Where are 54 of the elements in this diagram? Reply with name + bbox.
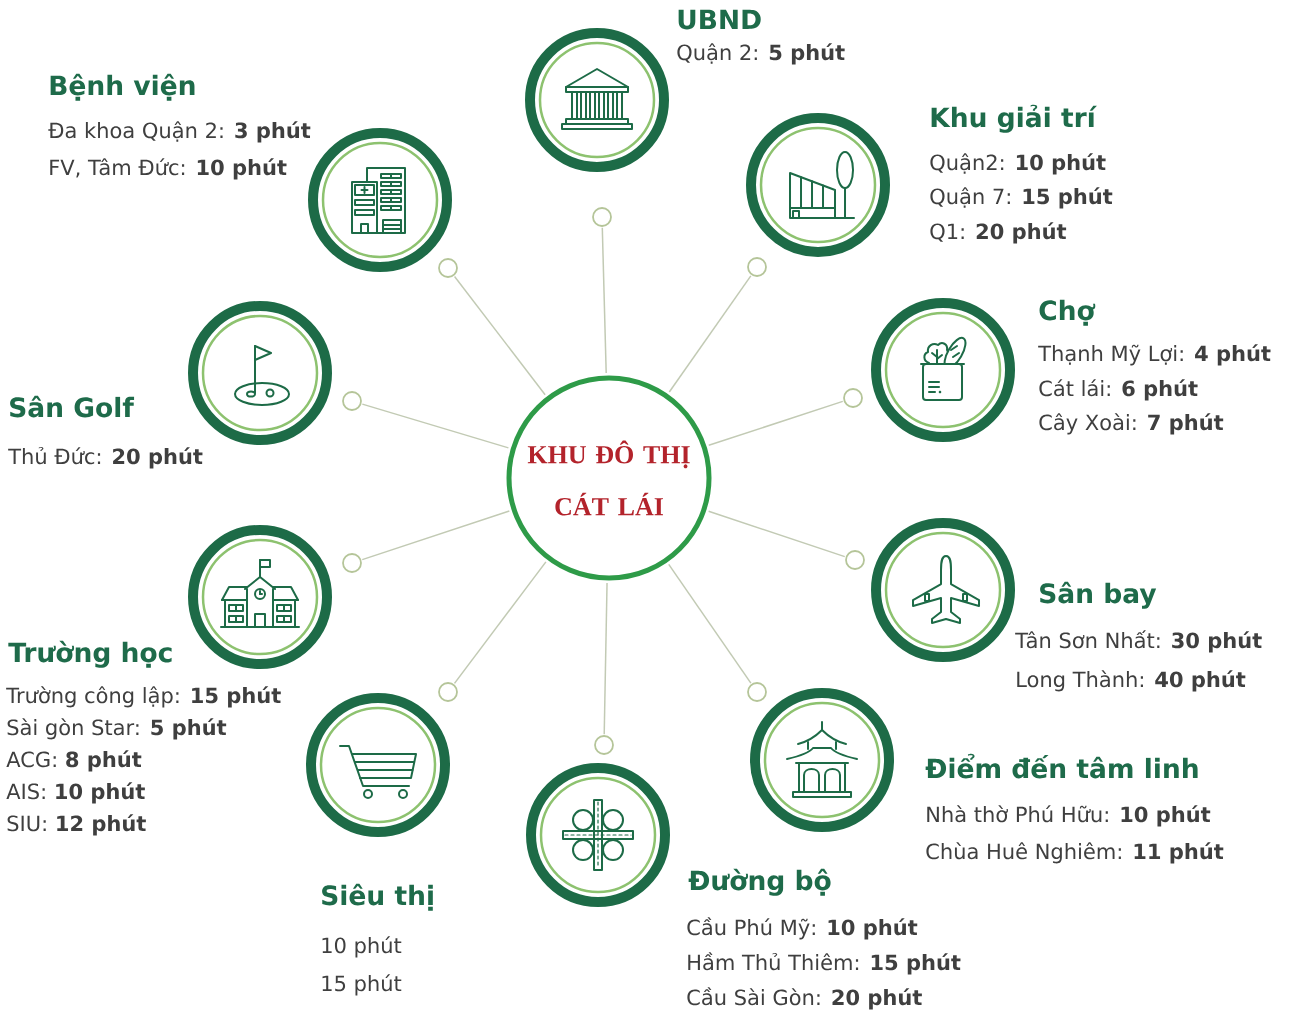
category-heading: Chợ [1039,299,1096,326]
connector-dot [594,735,614,755]
connector-dot [843,388,863,408]
travel-time: ACG: 8 phút [6,750,142,772]
travel-time: Quận2: 10 phút [930,153,1106,175]
travel-time: Cát lái: 6 phút [1039,379,1198,401]
category-heading: Siêu thị [322,883,433,911]
spoke-line [361,403,510,449]
spoke-line [668,563,752,684]
category-heading: Điểm đến tâm linh [925,753,1198,779]
travel-time: Quận 7: 15 phút [930,187,1113,209]
travel-time: Q1: 20 phút [930,222,1067,244]
connector-dot [747,257,767,277]
travel-time: Thủ Đức: 20 phút [8,447,203,469]
spoke-line [361,510,511,561]
travel-time: Đa khoa Quận 2: 3 phút [48,121,311,143]
travel-time: Thạnh Mỹ Lợi: 4 phút [1038,344,1271,366]
travel-time: Nhà thờ Phú Hữu: 10 phút [927,805,1211,827]
spoke-line [603,582,608,735]
connector-dot [438,682,458,702]
spoke-line [707,510,846,558]
travel-time: SIU: 12 phút [7,814,146,836]
spoke-line [708,400,844,447]
connector-dot [342,391,362,411]
travel-time: Sài gòn Star: 5 phút [7,718,227,740]
travel-time: 10 phút [322,936,402,958]
category-heading: Sân bay [1040,581,1157,609]
travel-time: Chùa Huê Nghiêm: 11 phút [926,842,1224,864]
connector-dot [342,553,362,573]
connector-dot [747,682,767,702]
travel-time: Tân Sơn Nhất: 30 phút [1015,630,1262,653]
spoke-line [668,275,752,393]
connector-dot [592,207,612,227]
travel-time: Long Thành: 40 phút [1017,670,1246,692]
spoke-line [453,561,547,685]
travel-time: AIS: 10 phút [6,782,145,804]
category-heading: Trường học [8,640,172,668]
category-heading: UBND [678,9,761,30]
connector-dot [438,258,458,278]
category-heading: Bệnh viện [50,73,195,101]
category-heading: Khu giải trí [931,104,1097,133]
spoke-line [601,227,607,374]
connector-dot [845,550,865,570]
travel-time: FV, Tâm Đức: 10 phút [50,158,287,180]
travel-time: Quận 2: 5 phút [677,43,845,65]
travel-time: 15 phút [322,974,402,996]
category-heading: Đường bộ [688,868,831,896]
travel-time: Cầu Phú Mỹ: 10 phút [687,917,918,940]
travel-time: Cầu Sài Gòn: 20 phút [687,987,922,1010]
category-heading: Sân Golf [10,395,135,418]
travel-time: Trường công lập: 15 phút [6,686,281,708]
travel-time: Hầm Thủ Thiêm: 15 phút [688,952,961,975]
spoke-line [453,275,546,396]
travel-time: Cây Xoài: 7 phút [1039,413,1224,435]
